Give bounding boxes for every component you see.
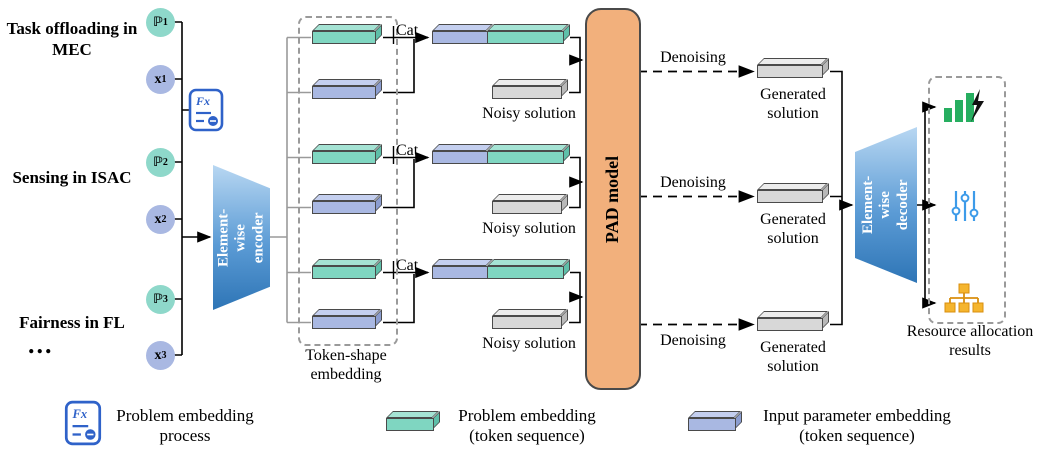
input-embedding-bar-1: [312, 86, 376, 99]
cat-label-2: Cat: [396, 142, 419, 159]
noisy-solution-bar-1: [492, 86, 562, 99]
element-wise-encoder: Element-wise encoder: [213, 165, 270, 310]
token-embedding-label: Token-shape embedding: [305, 347, 387, 384]
input-symbol: x: [154, 71, 162, 87]
generated-solution-label-2: Generated solution: [760, 211, 826, 248]
denoising-label-2: Denoising: [660, 174, 726, 191]
noisy-solution-bar-3: [492, 316, 562, 329]
noisy-solution-label-1: Noisy solution: [482, 105, 576, 122]
task-label-isac: Sensing in ISAC: [12, 168, 132, 187]
concat-bar-1-input-part: [432, 31, 488, 44]
cat-label-1: Cat: [396, 22, 419, 39]
problem-symbol: ℙ: [153, 292, 163, 307]
input-symbol: x: [154, 347, 162, 363]
concat-bar-1-problem-part: [487, 31, 564, 44]
input-embedding-bar-3: [312, 316, 376, 329]
fx-text: Fx: [195, 94, 210, 108]
concat-bar-2-problem-part: [487, 151, 564, 164]
generated-solution-label-1: Generated solution: [760, 86, 826, 123]
input-embedding-bar-2: [312, 201, 376, 214]
encoder-label: Element-wise encoder: [215, 208, 267, 267]
fx-text: Fx: [72, 407, 88, 421]
results-group: [928, 76, 1006, 324]
pad-model: PAD model: [585, 8, 641, 390]
cat-label-3: Cat: [396, 257, 419, 274]
generated-solution-label-3: Generated solution: [760, 339, 826, 376]
pad-model-label: PAD model: [602, 155, 623, 243]
task-label-mec: Task offloading in MEC: [6, 19, 138, 60]
denoising-label-3: Denoising: [660, 332, 726, 349]
problem-embedding-bar-2: [312, 151, 376, 164]
concat-bar-3-problem-part: [487, 266, 564, 279]
generated-solution-bar-2: [757, 190, 823, 203]
denoising-label-1: Denoising: [660, 49, 726, 66]
problem-embedding-process-icon: Fx: [188, 88, 224, 137]
legend-label-input: Input parameter embedding (token sequenc…: [763, 406, 951, 446]
ellipsis-label: ...: [28, 330, 54, 359]
noisy-solution-label-2: Noisy solution: [482, 220, 576, 237]
task-label-fl: Fairness in FL: [19, 313, 125, 332]
problem-embedding-bar-3: [312, 266, 376, 279]
generated-solution-bar-3: [757, 318, 823, 331]
element-wise-decoder: Element-wise decoder: [855, 127, 917, 283]
legend-label-process: Problem embedding process: [116, 406, 254, 446]
input-symbol: x: [154, 211, 162, 227]
token-embedding-group: [298, 16, 398, 346]
results-label: Resource allocation results: [906, 323, 1034, 360]
decoder-label: Element-wise decoder: [860, 175, 911, 235]
legend-input-embedding-bar: [688, 418, 736, 431]
noisy-solution-bar-2: [492, 201, 562, 214]
problem-symbol: ℙ: [153, 15, 163, 30]
legend-problem-embedding-bar: [386, 418, 434, 431]
bar-chart-lightning-icon: [942, 88, 986, 131]
generated-solution-bar-1: [757, 65, 823, 78]
legend-problem-embedding-process-icon: Fx: [64, 400, 102, 451]
concat-bar-3-input-part: [432, 266, 488, 279]
legend-label-problem: Problem embedding (token sequence): [458, 406, 596, 446]
problem-embedding-bar-1: [312, 31, 376, 44]
noisy-solution-label-3: Noisy solution: [482, 335, 576, 352]
hierarchy-icon: [942, 283, 986, 324]
problem-symbol: ℙ: [153, 155, 163, 170]
sliders-icon: [947, 187, 983, 230]
concat-bar-2-input-part: [432, 151, 488, 164]
